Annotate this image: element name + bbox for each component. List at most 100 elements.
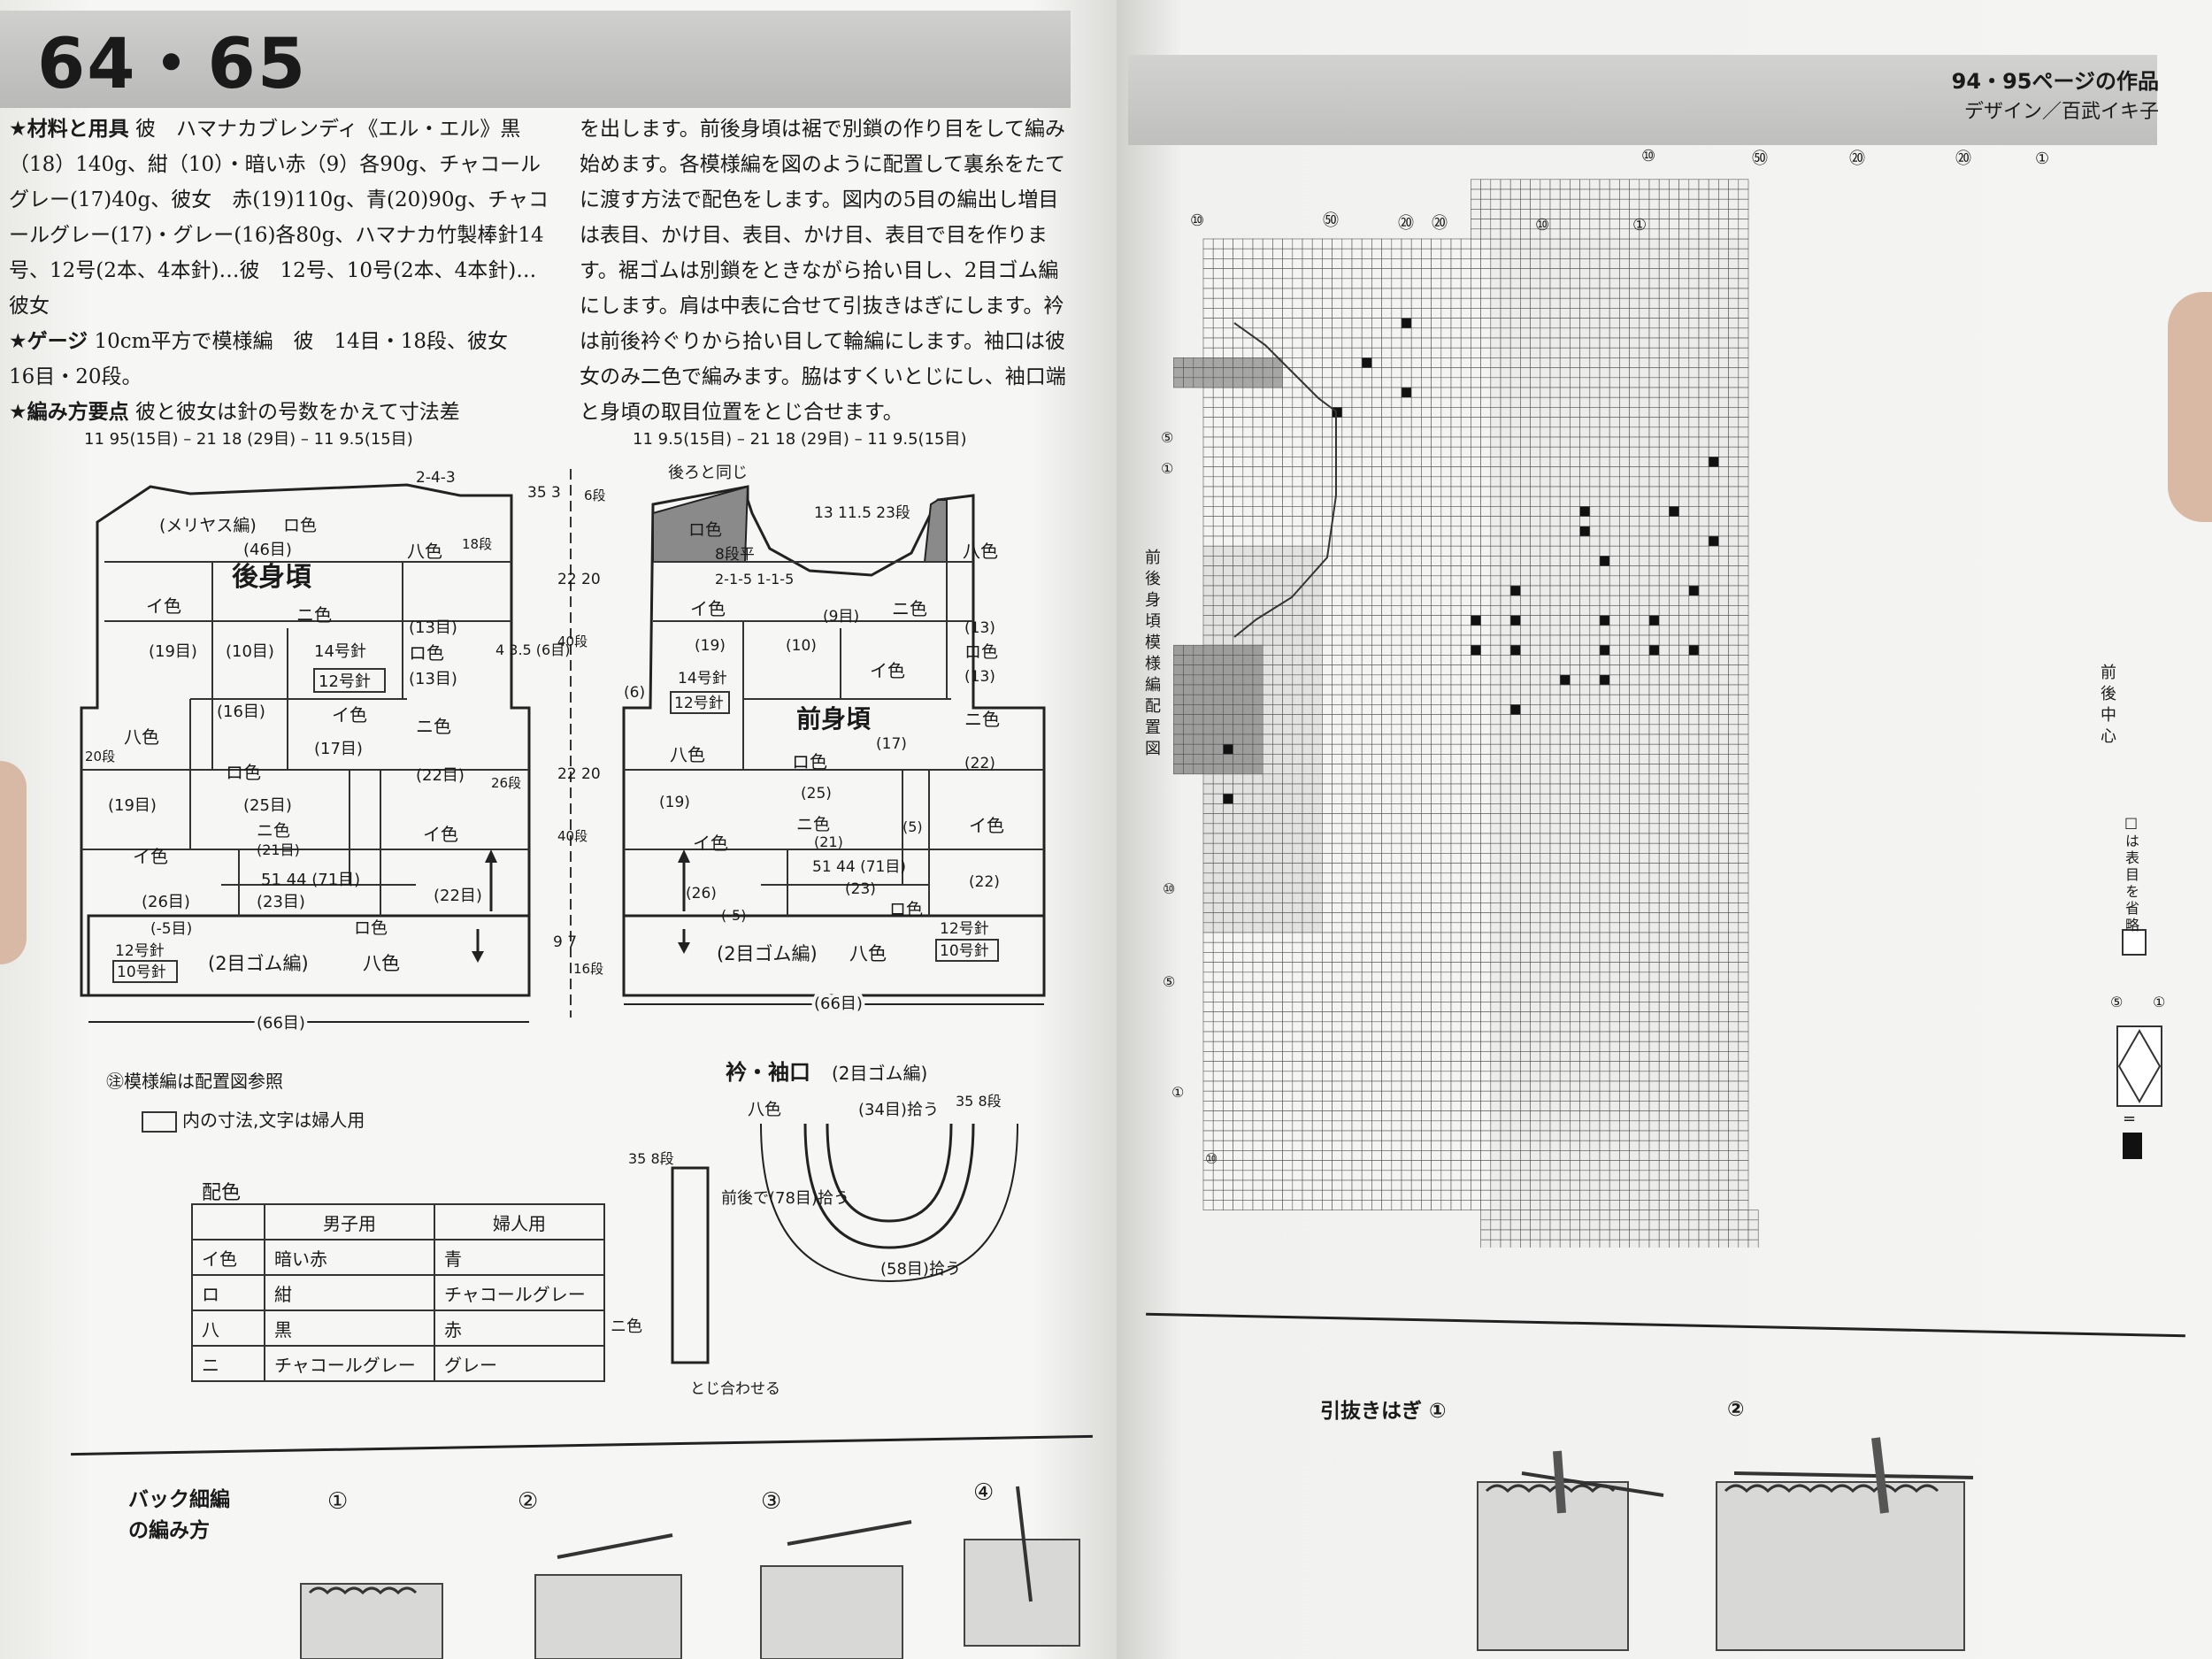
chart-cell [1311,952,1323,963]
chart-cell [1421,466,1432,478]
chart-cell [1738,981,1749,993]
chart-cell [1688,754,1700,764]
chart-cell [1599,922,1610,933]
front-rib-band [622,914,1046,997]
chart-cell [1322,902,1333,913]
chart-cell [1272,308,1283,319]
chart-cell [1381,387,1393,398]
chart-cell [1480,863,1492,874]
chart-cell [1212,516,1224,527]
chart-cell [1549,902,1561,913]
chart-cell [1648,932,1660,943]
chart-cell [1540,308,1551,319]
chart-cell [1678,1080,1690,1092]
chart-cell [1678,506,1690,517]
chart-cell [1421,1090,1432,1102]
chart-cell [1332,268,1343,280]
chart-cell [1509,902,1521,913]
chart-cell [1648,476,1660,488]
chart-cell [1212,981,1224,993]
chart-cell [1410,842,1422,854]
chart-cell [1332,882,1343,894]
chart-cell [1450,962,1462,973]
chart-cell [1678,268,1690,280]
chart-cell [1311,754,1323,764]
chart-cell [1540,1041,1551,1052]
chart-cell [1520,387,1531,398]
chart-cell [1371,872,1382,884]
chart-cell [1421,664,1432,676]
chart-cell [1410,288,1422,299]
chart-cell [1460,1011,1471,1023]
chart-cell [1728,377,1740,388]
chart-cell [1728,457,1740,467]
chart-cell [1678,436,1690,448]
chart-cell [1421,506,1432,517]
chart-cell [1272,783,1283,795]
chart-cell [1460,367,1471,379]
chart-cell [1688,833,1700,844]
chart-cell [1480,764,1492,775]
chart-cell [1509,813,1521,825]
chart-cell [1202,327,1214,339]
chart-cell [1629,991,1640,1002]
chart-cell [1589,1110,1601,1122]
chart-cell [1530,853,1541,864]
chart-cell [1500,407,1511,418]
chart-cell [1401,813,1412,825]
chart-cell [1431,506,1442,517]
chart-cell [1421,486,1432,497]
chart-cell [1272,625,1283,636]
chart-cell [1361,1120,1372,1132]
chart-cell [1589,892,1601,903]
chart-cell [1371,337,1382,349]
chart-cell [1371,457,1382,467]
chart-cell [1311,764,1323,775]
chart-cell [1698,803,1709,814]
chart-cell [1718,407,1729,418]
chart-cell [1589,941,1601,953]
chart-cell [1233,248,1244,259]
chart-cell [1540,535,1551,547]
chart-cell [1252,436,1263,448]
chart-cell [1272,842,1283,854]
chart-cell [1738,337,1749,349]
chart-cell [1559,655,1571,665]
chart-cell [1351,863,1363,874]
chart-cell [1579,724,1591,735]
chart-cell [1242,1011,1254,1023]
chart-cell [1202,892,1214,903]
chart-cell [1648,972,1660,983]
chart-cell [1738,457,1749,467]
chart-cell [1391,1002,1402,1012]
chart-cell [1559,1080,1571,1092]
chart-cell [1341,833,1353,844]
chart-cell [1421,952,1432,963]
chart-cell [1361,575,1372,587]
chart-cell [1570,1002,1580,1012]
chart-cell [1639,833,1650,844]
chart-cell [1302,1120,1313,1132]
chart-cell [1252,407,1263,418]
chart-cell [1471,863,1481,874]
chart-cell [1500,556,1511,566]
chart-cell [1460,337,1471,349]
chart-cell [1361,1110,1372,1122]
chart-cell [1431,1002,1442,1012]
chart-cell [1341,813,1353,825]
chart-cell [1212,625,1224,636]
front-title: 前身頃 [796,704,871,733]
chart-cell [1440,981,1452,993]
chart-cell [1460,655,1471,665]
chart-cell [1708,1110,1719,1122]
chart-cell [1460,297,1471,309]
chart-cell [1648,585,1660,596]
chart-cell [1341,278,1353,289]
chart-cell [1282,1080,1294,1092]
chart-cell [1718,1002,1729,1012]
chart-cell [1490,991,1502,1002]
chart-cell [1549,367,1561,379]
chart-cell [1509,1071,1521,1082]
chart-cell [1262,813,1273,825]
chart-cell [1698,634,1709,646]
